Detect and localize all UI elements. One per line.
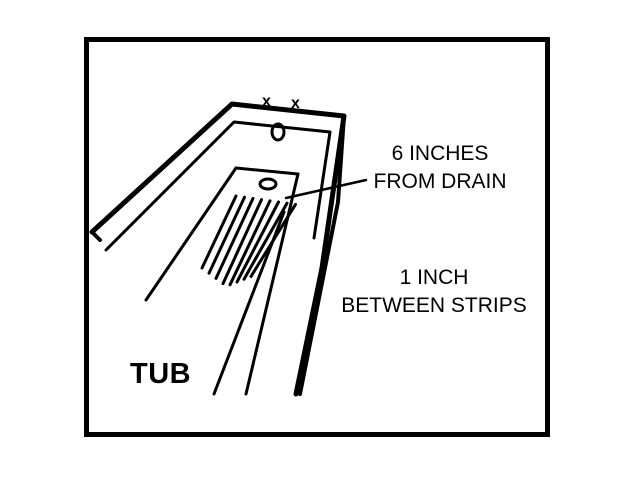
strip-spacing-label: 1 INCH BETWEEN STRIPS [318,264,550,320]
faucet-icon [270,122,286,142]
tub-front-wall [298,114,346,396]
diagram-frame [84,37,550,437]
strips-label-line1: 1 INCH [399,266,469,289]
drain-distance-label: 6 INCHES FROM DRAIN [360,140,520,196]
anti-slip-strips [200,194,297,287]
tub-rim-left [90,230,102,242]
anti-slip-strip [221,198,263,286]
strips-label-line2: BETWEEN STRIPS [341,294,527,317]
drain-icon [258,177,278,191]
anti-slip-strip [249,202,297,278]
anti-slip-strip [242,201,289,281]
pointer-line [284,178,368,200]
drain-label-line2: FROM DRAIN [373,170,507,193]
anti-slip-strip [200,194,238,270]
anti-slip-strip [207,195,246,275]
marker-x-1: x [262,93,271,110]
anti-slip-strip [228,199,272,287]
tub-floor-left [144,166,238,302]
drain-label-line1: 6 INCHES [391,142,489,165]
anti-slip-strip [214,196,255,280]
tub-floor-right [244,172,300,396]
anti-slip-strip [235,200,280,284]
tub-label: TUB [130,358,192,390]
marker-x-2: x [291,95,300,112]
tub-outer-rim [89,101,347,397]
tub-floor-mid [234,166,300,176]
